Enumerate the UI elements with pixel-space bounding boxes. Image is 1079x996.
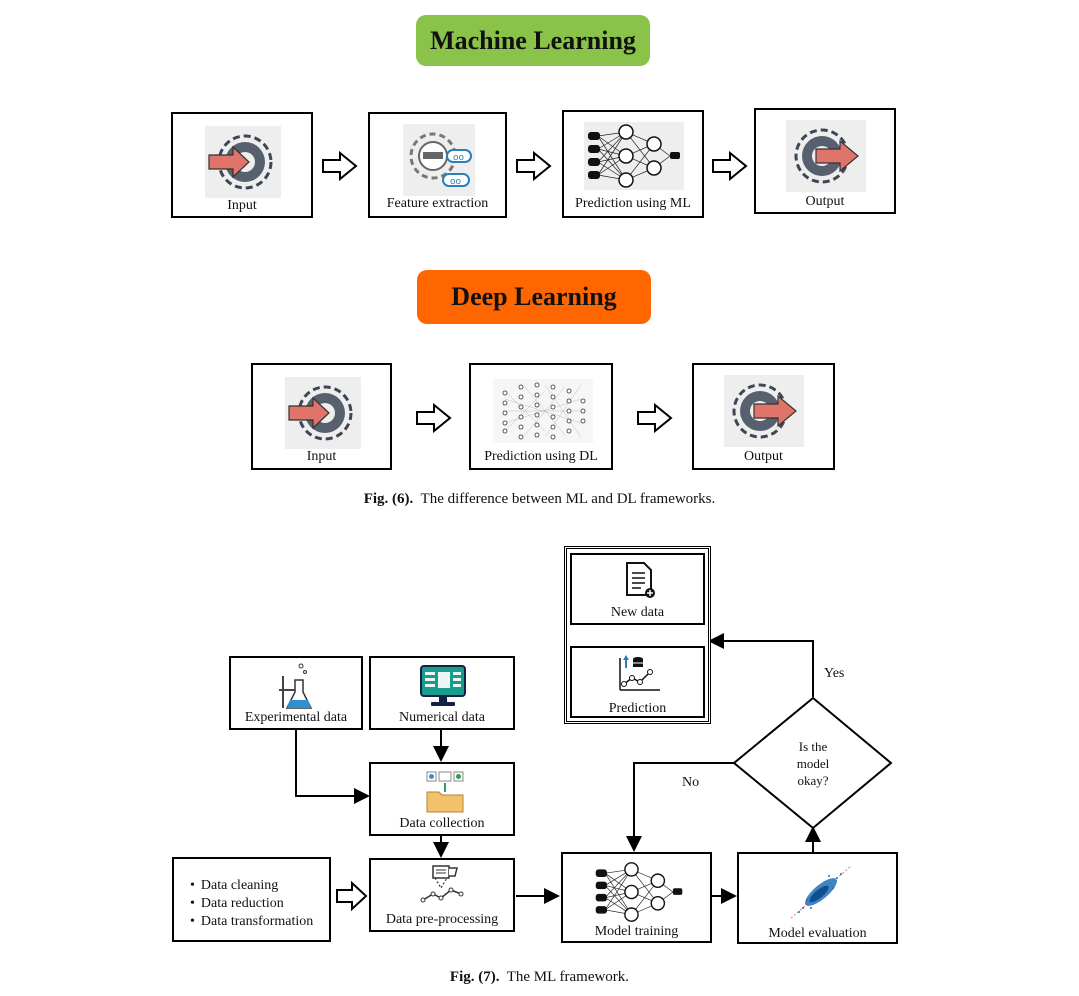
fig7-caption: Fig. (7). The ML framework. [0,969,1079,986]
dl-title: Deep Learning [451,282,617,311]
decision-text: Is the model okay? [773,738,853,789]
ml-arrow-3 [712,150,748,182]
prediction-label: Prediction [608,701,667,716]
dl-output-label: Output [744,449,783,464]
data-preprocessing-label: Data pre-processing [385,912,499,927]
list-item: Data transformation [190,913,313,931]
fig7-caption-text: The ML framework. [506,969,630,985]
decision-line: model [796,756,830,771]
processing-icon [420,865,464,903]
flask-icon [279,663,313,709]
document-icon [626,562,655,598]
decision-line: okay? [797,773,829,788]
data-collection-label: Data collection [399,816,485,831]
data-collection-box: Data collection [369,762,515,836]
svg-text:oo: oo [450,177,462,187]
list-item: Data reduction [190,895,313,913]
fig6-caption-text: The difference between ML and DL framewo… [420,491,716,507]
output-gear-icon [786,120,866,192]
new-data-box: New data [570,553,705,625]
feature-gear-icon: oo oo [403,124,475,196]
neural-network-icon [584,122,684,190]
ml-input-label: Input [227,198,257,213]
input-gear-icon [205,126,281,198]
folder-icon [426,771,464,813]
output-gear-icon [724,375,804,447]
yes-label: Yes [824,666,845,681]
bullets-box: Data cleaning Data reduction Data transf… [172,857,331,942]
dl-title-pill: Deep Learning [417,270,651,324]
dl-prediction-box: Prediction using DL [469,363,613,470]
ml-feature-box: oo oo Feature extraction [368,112,507,218]
numerical-data-label: Numerical data [399,710,485,725]
ml-output-box: Output [754,108,896,214]
no-label: No [682,775,700,790]
ml-feature-label: Feature extraction [386,196,489,211]
fig6-caption-label: Fig. (6). [363,491,414,507]
dl-input-label: Input [306,449,337,464]
ml-input-box: Input [171,112,313,218]
neural-network-icon [595,862,683,922]
dl-arrow-1 [416,402,452,434]
list-item: Data cleaning [190,877,313,895]
ml-title: Machine Learning [430,25,636,55]
fig6-caption: Fig. (6). The difference between ML and … [0,491,1079,508]
model-evaluation-box: Model evaluation [737,852,898,944]
input-gear-icon [285,377,361,449]
model-evaluation-label: Model evaluation [768,926,867,941]
ml-title-pill: Machine Learning [416,15,650,66]
dl-prediction-label: Prediction using DL [484,449,598,464]
model-training-label: Model training [594,924,679,939]
prediction-box: Prediction [570,646,705,718]
svg-text:oo: oo [453,153,465,163]
ml-prediction-label: Prediction using ML [575,196,691,211]
data-preprocessing-box: Data pre-processing [369,858,515,932]
new-data-label: New data [610,605,665,620]
experimental-data-label: Experimental data [244,710,348,725]
dl-arrow-2 [637,402,673,434]
scatter-plot-icon [790,865,852,919]
numerical-data-box: Numerical data [369,656,515,730]
ml-output-label: Output [805,194,845,209]
model-training-box: Model training [561,852,712,943]
preprocessing-steps-list: Data cleaning Data reduction Data transf… [190,877,313,931]
deep-network-icon [493,379,593,443]
computer-icon [420,665,466,706]
chart-prediction-icon [619,655,660,691]
dl-input-box: Input [251,363,392,470]
ml-arrow-2 [516,150,552,182]
dl-output-box: Output [692,363,835,470]
ml-arrow-1 [322,150,358,182]
decision-line: Is the [798,739,828,754]
experimental-data-box: Experimental data [229,656,363,730]
ml-prediction-box: Prediction using ML [562,110,704,218]
fig7-caption-label: Fig. (7). [449,969,500,985]
decision-diamond [732,696,893,830]
